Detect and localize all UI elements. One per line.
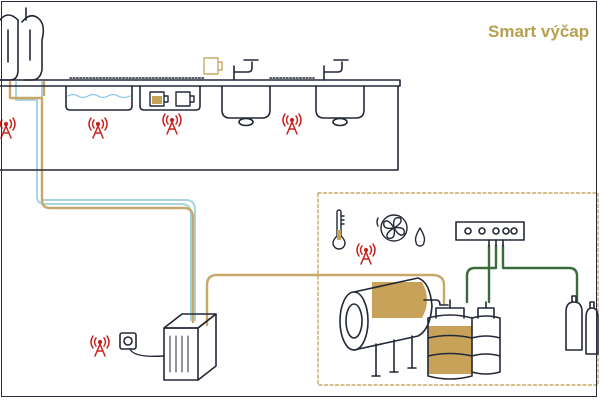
water-drop-icon xyxy=(414,227,426,247)
wifi-sensor-icon xyxy=(356,243,376,265)
wifi-sensor-icon xyxy=(282,113,302,135)
beer-tank-icon xyxy=(339,277,449,377)
counter-body xyxy=(0,85,399,171)
sink-3 xyxy=(221,85,271,119)
keg-icon xyxy=(427,299,473,380)
cooling-line-return xyxy=(41,81,196,321)
beer-tap-icon xyxy=(0,7,45,81)
faucet-icon-2 xyxy=(323,59,349,81)
bar-counter xyxy=(0,77,401,171)
beer-line-to-keg xyxy=(205,273,446,327)
faucet-icon xyxy=(233,59,259,81)
sink-1 xyxy=(65,85,133,111)
wifi-sensor-icon xyxy=(162,113,182,135)
sink-1-water xyxy=(67,93,131,99)
sink-4 xyxy=(315,85,365,119)
drain-2 xyxy=(332,117,348,127)
wifi-sensor-icon xyxy=(0,117,16,139)
counter-top xyxy=(0,79,401,87)
beer-glass-counter-icon xyxy=(203,57,223,75)
wifi-sensor-icon xyxy=(88,117,108,139)
gas-line-keg xyxy=(465,244,498,304)
diagram-title: Smart výčap xyxy=(488,22,590,41)
gas-manifold-icon xyxy=(455,221,525,247)
cooler-unit-icon xyxy=(163,313,217,381)
gas-cylinder-icon xyxy=(565,295,599,355)
wifi-sensor-icon xyxy=(90,335,110,357)
fan-icon xyxy=(376,214,408,242)
wifi-sensors xyxy=(0,113,376,357)
keg-icon-2 xyxy=(471,301,501,375)
pipes xyxy=(8,80,579,327)
keg-room-box xyxy=(317,192,599,386)
sink-2 xyxy=(139,85,201,111)
power-socket-icon xyxy=(119,332,165,358)
thermometer-icon xyxy=(332,209,346,250)
beer-line-taps xyxy=(8,80,195,324)
beer-glass-icon xyxy=(149,91,195,107)
drain-1 xyxy=(238,117,254,127)
gas-line-manifold xyxy=(501,244,579,304)
